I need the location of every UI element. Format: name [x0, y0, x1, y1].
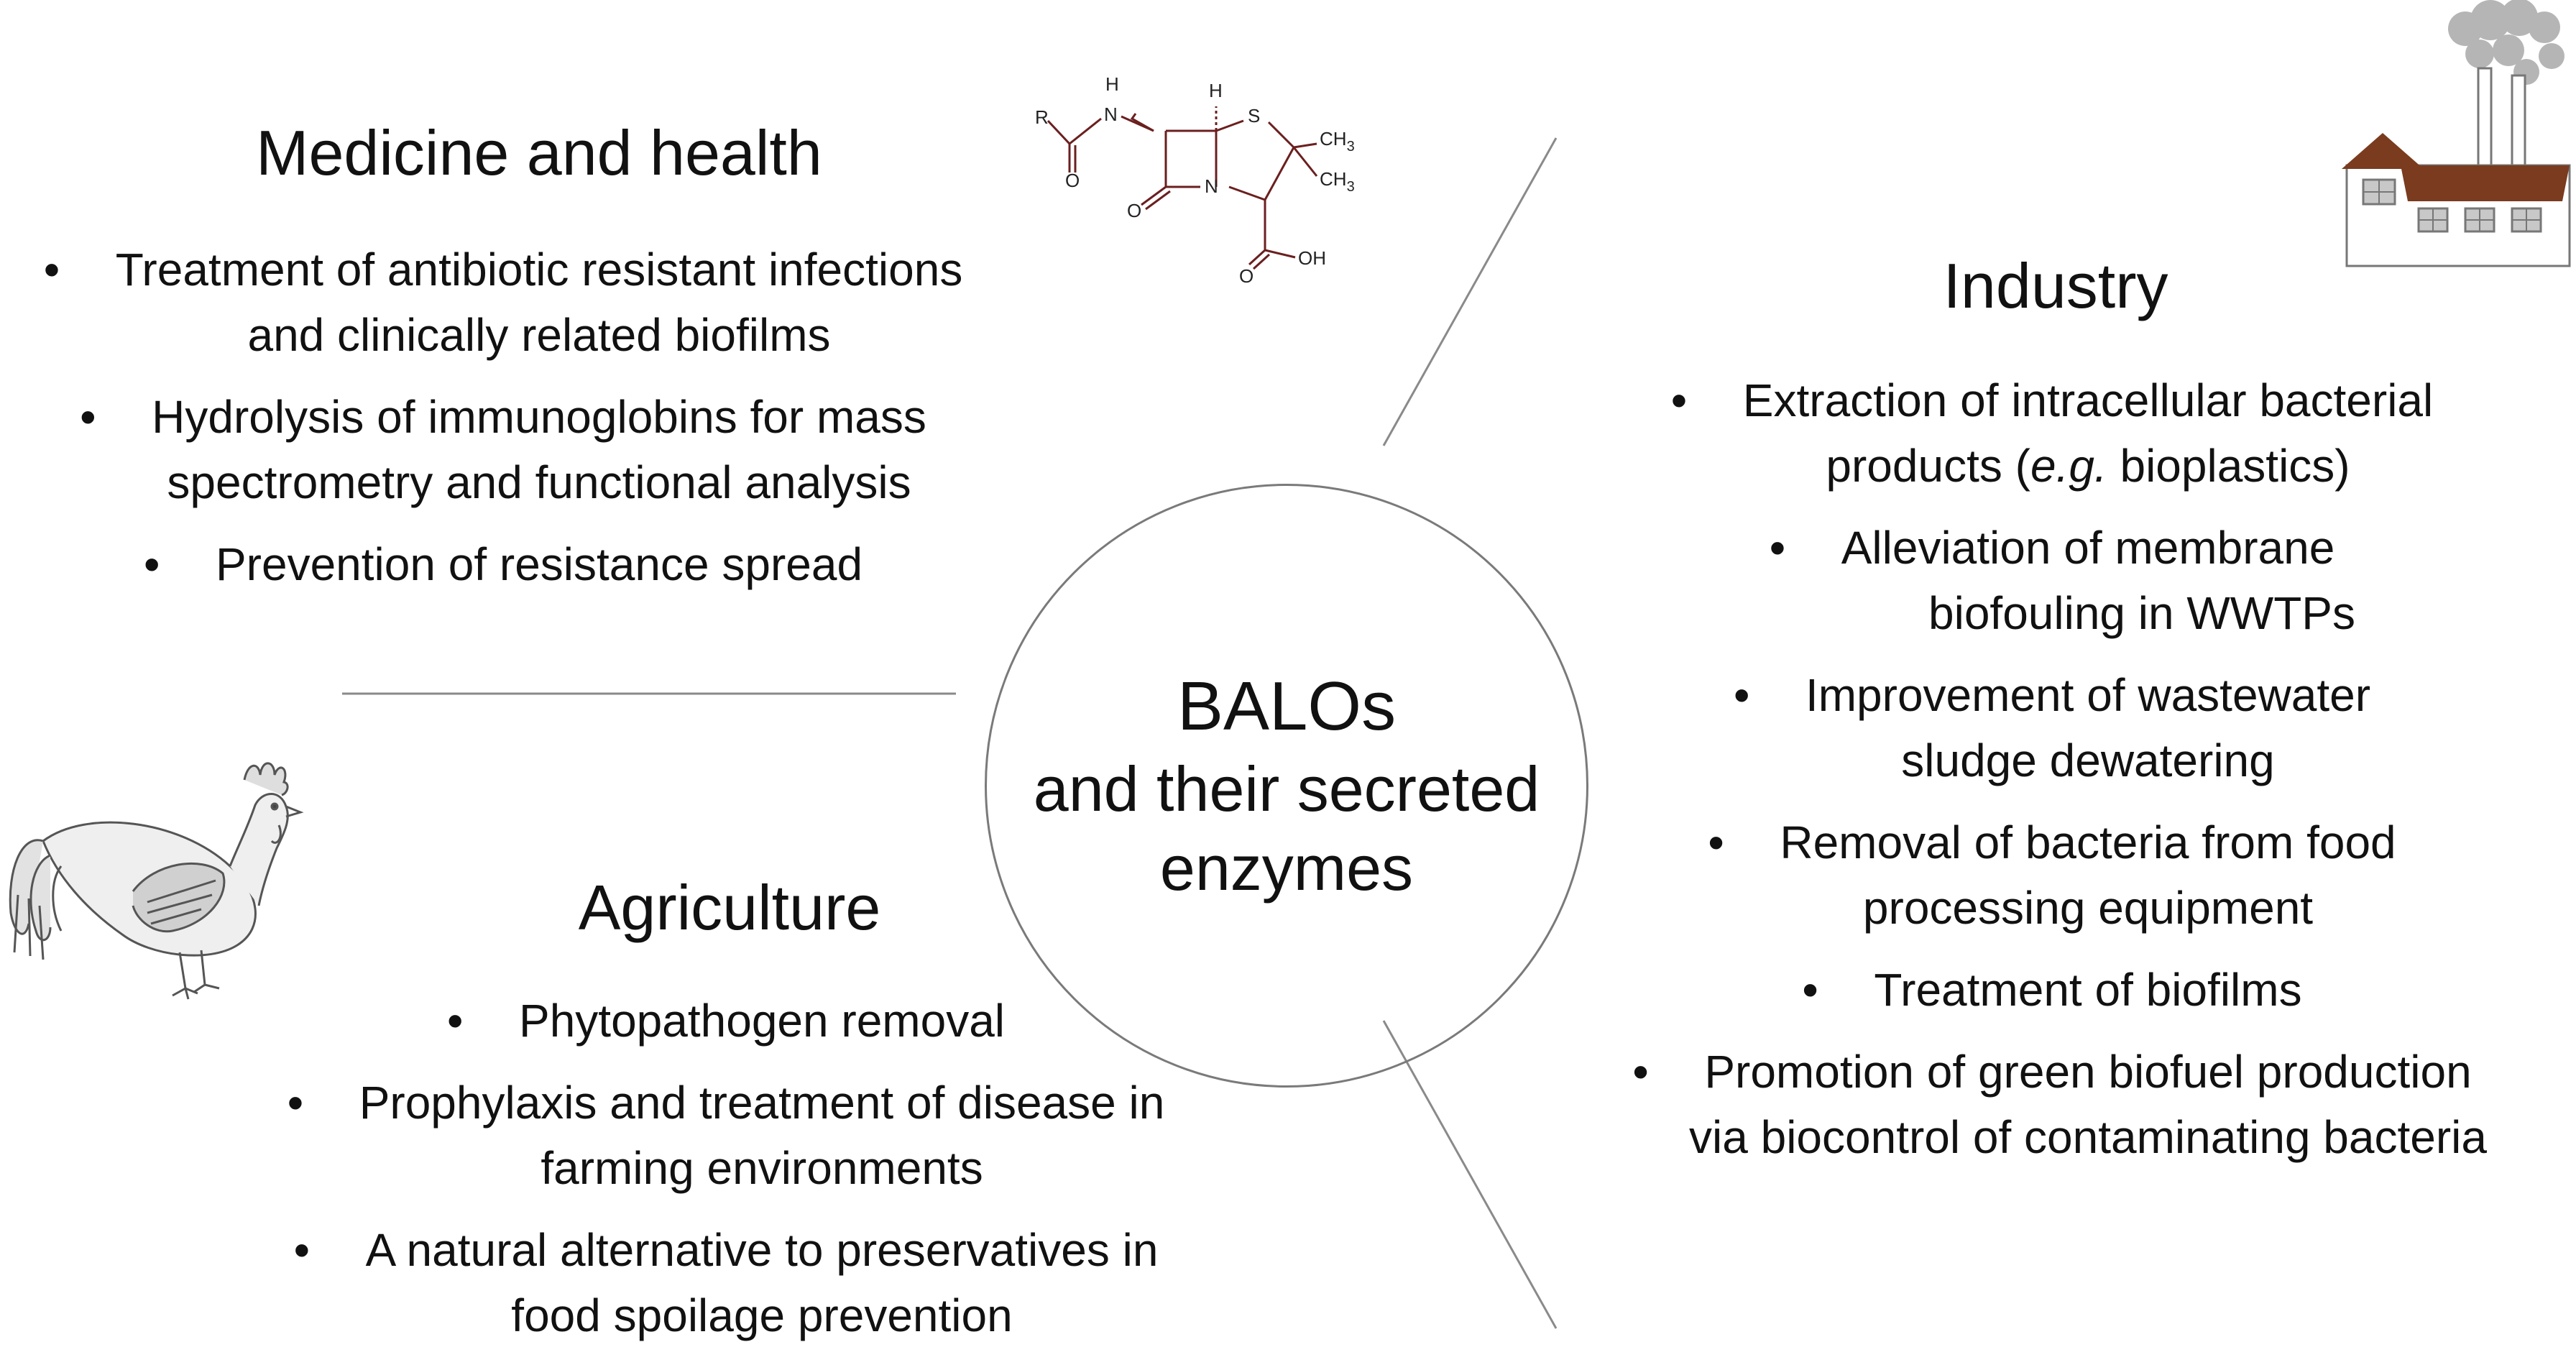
list-item-line: biofouling in WWTPs — [1928, 587, 2355, 639]
smoke-icon — [2448, 0, 2564, 85]
industry-heading: Industry — [1943, 250, 2168, 321]
rooster-icon — [9, 762, 304, 1000]
list-item: Prophylaxis and treatment of disease in … — [259, 1070, 1265, 1201]
list-item-line: Treatment of antibiotic resistant infect… — [36, 237, 1042, 303]
atom-label: H — [1209, 80, 1223, 101]
list-item-line: Hydrolysis of immunoglobins for mass — [36, 385, 1042, 450]
atom-label: CH3 — [1320, 168, 1355, 195]
text-fragment: products ( — [1826, 440, 2030, 492]
penicillin-molecule-icon: R H N H S CH3 CH3 O N O O OH — [1035, 73, 1355, 287]
factory-icon — [2342, 0, 2571, 267]
agriculture-list: Phytopathogen removal Prophylaxis and tr… — [259, 988, 1265, 1365]
list-item-line: farming environments — [540, 1142, 983, 1194]
list-item-line: A natural alternative to preservatives i… — [259, 1218, 1265, 1283]
atom-label: H — [1105, 73, 1119, 95]
list-item-line: food spoilage prevention — [511, 1290, 1013, 1341]
list-item-line: Phytopathogen removal — [259, 988, 1265, 1054]
medicine-heading: Medicine and health — [256, 117, 822, 188]
atom-label: S — [1248, 105, 1260, 127]
list-item: Removal of bacteria from food processing… — [1603, 810, 2573, 941]
list-item: Extraction of intracellular bacterial pr… — [1603, 368, 2573, 499]
list-item-line: via biocontrol of contaminating bacteria — [1689, 1111, 2487, 1163]
center-subtitle-line-2: enzymes — [1159, 832, 1414, 904]
medicine-list: Treatment of antibiotic resistant infect… — [36, 237, 1042, 614]
list-item-line: Prevention of resistance spread — [36, 532, 1042, 597]
atom-label: OH — [1298, 247, 1326, 269]
divider-upper-right — [1382, 137, 1558, 446]
list-item: Improvement of wastewater sludge dewater… — [1603, 663, 2573, 794]
list-item: Treatment of antibiotic resistant infect… — [36, 237, 1042, 368]
list-item-line: Removal of bacteria from food — [1603, 810, 2573, 875]
list-item: A natural alternative to preservatives i… — [259, 1218, 1265, 1348]
list-item-line: spectrometry and functional analysis — [167, 456, 911, 508]
list-item-line: Treatment of biofilms — [1603, 957, 2573, 1023]
center-subtitle-line-1: and their secreted — [1033, 753, 1540, 824]
list-item-line: Extraction of intracellular bacterial — [1603, 368, 2573, 433]
atom-label: O — [1065, 170, 1080, 191]
list-item-line: and clinically related biofilms — [247, 309, 831, 361]
list-item-line: Prophylaxis and treatment of disease in — [259, 1070, 1265, 1136]
atom-label: O — [1127, 200, 1141, 221]
list-item-line: Alleviation of membrane — [1603, 515, 2573, 581]
list-item: Hydrolysis of immunoglobins for mass spe… — [36, 385, 1042, 515]
atom-label: N — [1205, 175, 1218, 197]
center-circle: BALOs and their secreted enzymes — [985, 484, 1588, 1088]
atom-label: N — [1104, 104, 1118, 125]
list-item-line: Improvement of wastewater — [1603, 663, 2573, 728]
atom-label: CH3 — [1320, 128, 1355, 155]
list-item-line: products (e.g. bioplastics) — [1603, 433, 2573, 499]
divider-lower-right — [1382, 1020, 1558, 1329]
center-title: BALOs — [1177, 668, 1397, 745]
list-item-line: sludge dewatering — [1901, 735, 2275, 786]
text-fragment: bioplastics) — [2107, 440, 2350, 492]
atom-label: O — [1239, 265, 1254, 287]
list-item: Treatment of biofilms — [1603, 957, 2573, 1023]
agriculture-heading: Agriculture — [578, 872, 881, 943]
list-item: Phytopathogen removal — [259, 988, 1265, 1054]
list-item: Alleviation of membrane biofouling in WW… — [1603, 515, 2573, 646]
industry-list: Extraction of intracellular bacterial pr… — [1603, 368, 2573, 1187]
list-item: Promotion of green biofuel production vi… — [1603, 1039, 2573, 1170]
list-item-line: processing equipment — [1862, 882, 2314, 934]
atom-label: R — [1035, 106, 1049, 128]
list-item: Prevention of resistance spread — [36, 532, 1042, 597]
text-fragment-italic: e.g. — [2030, 440, 2107, 492]
list-item-line: Promotion of green biofuel production — [1603, 1039, 2573, 1105]
